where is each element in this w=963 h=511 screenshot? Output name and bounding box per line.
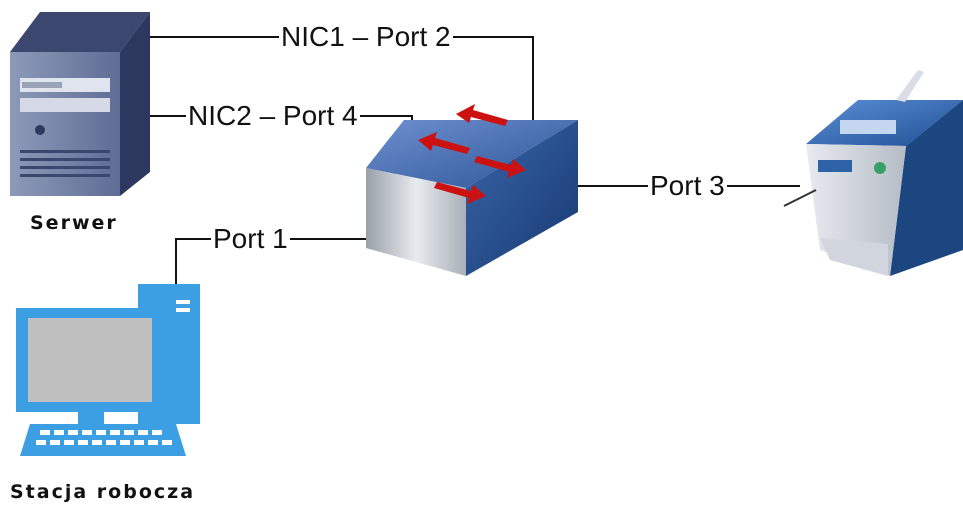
label-port1: Port 1 — [211, 223, 290, 255]
label-nic1-port2: NIC1 – Port 2 — [279, 21, 453, 53]
printer-icon — [783, 70, 963, 276]
network-switch-icon — [366, 104, 578, 276]
label-port3: Port 3 — [648, 170, 727, 202]
server-caption: Serwer — [30, 212, 118, 234]
label-nic2-port4: NIC2 – Port 4 — [186, 100, 360, 132]
link-nic1-port2 — [148, 36, 534, 124]
workstation-caption: Stacja robocza — [10, 481, 196, 503]
server-tower-icon — [10, 12, 150, 196]
desktop-computer-icon — [16, 284, 200, 456]
link-port1 — [175, 238, 392, 290]
switch-arrows — [418, 104, 526, 204]
